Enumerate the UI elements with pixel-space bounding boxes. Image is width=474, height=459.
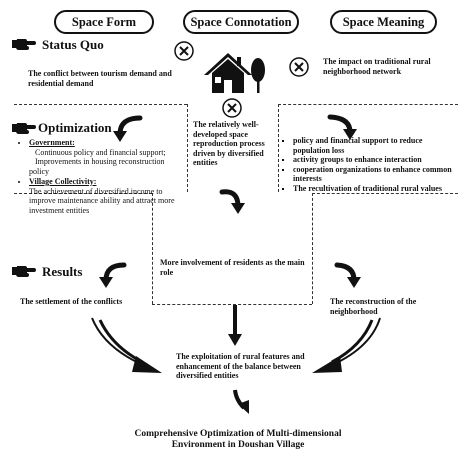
meaning-item: activity groups to enhance interaction: [293, 155, 453, 165]
meaning-item: The recultivation of traditional rural v…: [293, 184, 453, 194]
results-title: Results: [42, 264, 83, 279]
final-conclusion: Comprehensive Optimization of Multi-dime…: [134, 429, 342, 450]
meaning-item: cooperation organizations to enhance com…: [293, 165, 453, 184]
exploitation-text: The exploitation of rural features and e…: [176, 352, 305, 380]
results-left-text: The settlement of the conflicts: [20, 297, 123, 306]
optimization-title: Optimization: [38, 120, 112, 135]
optimization-center-text: The relatively well-developed space repr…: [193, 120, 265, 167]
optimization-right-block: policy and financial support to reduce p…: [283, 136, 453, 193]
government-item-1: Continuous policy and financial support;: [35, 147, 166, 157]
header-space-meaning: Space Meaning: [330, 10, 437, 34]
village-label: Village Collectivity:: [29, 177, 97, 186]
meaning-item: policy and financial support to reduce p…: [293, 136, 453, 155]
header-space-connotation: Space Connotation: [183, 10, 299, 34]
results-right-text: The reconstruction of the neighborhood: [330, 297, 417, 316]
frame-right-results: [312, 193, 313, 304]
government-item-2: Improvements in housing reconstruction p…: [29, 157, 165, 176]
status-quo-impact: The impact on traditional rural neighbor…: [323, 57, 431, 76]
optimization-left-block: Government: Continuous policy and financ…: [20, 138, 185, 216]
status-quo-title: Status Quo: [42, 37, 104, 52]
frame-bottom: [152, 304, 312, 305]
frame-mid-left: [14, 193, 152, 194]
village-text: The achievement of diversified income to…: [29, 186, 175, 215]
header-space-form: Space Form: [54, 10, 154, 34]
frame-mid-right: [312, 193, 458, 194]
frame-left-inner: [187, 104, 188, 192]
government-label: Government:: [29, 138, 75, 147]
status-quo-conflict: The conflict between tourism demand and …: [28, 69, 172, 88]
frame-top-left: [14, 104, 187, 105]
frame-top-right: [278, 104, 458, 105]
frame-right-inner: [278, 104, 279, 192]
results-center-text: More involvement of residents as the mai…: [160, 258, 305, 277]
frame-left-results: [152, 193, 153, 304]
